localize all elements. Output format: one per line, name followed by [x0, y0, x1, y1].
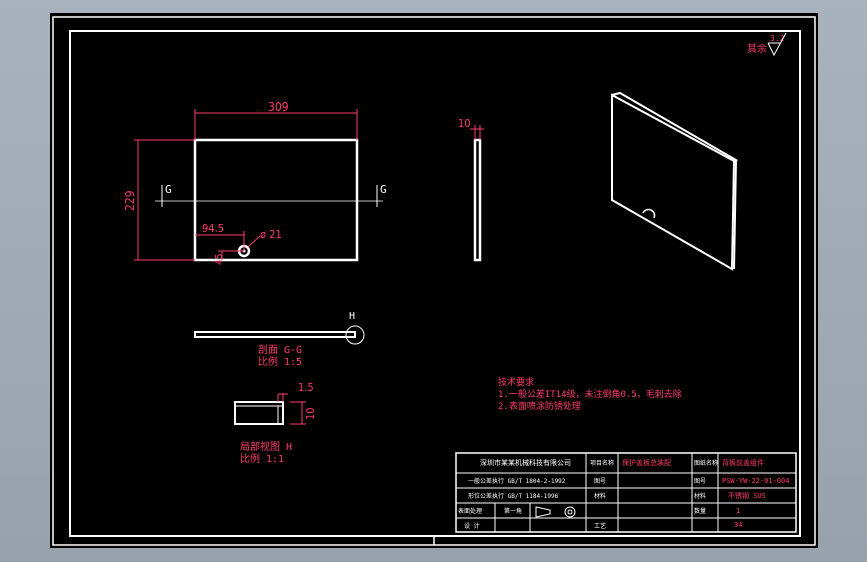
tb-label-drawing-no: 图号: [594, 478, 606, 485]
drawing-sheet: 其余 3.2 309 229 G G 94.5 45 ø: [50, 13, 818, 548]
tb-material: 不锈钢 SUS: [728, 491, 766, 500]
tb-company: 深圳市某某机械科技有限公司: [480, 458, 571, 467]
detail-circle: [345, 325, 365, 345]
dim-height: 229: [123, 190, 137, 211]
inner-frame: [69, 30, 801, 537]
tb-drawing-name: 背板前盖组件: [722, 458, 764, 467]
projection-symbol-icon: [535, 506, 576, 518]
roughness-value: 3.2: [770, 34, 785, 43]
tech-notes-line1: 1.一般公差IT14级，未注倒角0.5，毛刺去除: [498, 388, 682, 400]
tech-notes-line2: 2.表面喷涂防锈处理: [498, 400, 581, 412]
section-caption: 剖面 G-G: [258, 343, 302, 356]
detail-caption: 局部视图 H: [240, 440, 292, 453]
tb-label-project: 项目名称: [590, 459, 614, 467]
detail-mark: H: [349, 311, 355, 322]
tb-process: 34: [734, 521, 742, 529]
dim-thickness: 10: [458, 117, 471, 130]
dim-detail-right: 10: [304, 407, 317, 420]
tb-label-material: 材料: [594, 492, 606, 500]
section-mark-right: G: [380, 183, 387, 196]
dim-width: 309: [268, 100, 289, 114]
side-outline: [473, 138, 482, 262]
tb-label-drawing-no-2: 图号: [694, 478, 706, 485]
tb-project-name: 保护盖板总装配: [622, 458, 671, 467]
dim-detail-top: 1.5: [298, 381, 314, 394]
tb-row3b: 第一角: [504, 507, 522, 515]
dim-hole-y: 45: [214, 254, 225, 265]
tech-notes-title: 技术要求: [498, 376, 534, 388]
tb-qty: 1: [736, 507, 740, 515]
detail-scale: 比例 1:1: [240, 452, 284, 465]
tb-tol1: 一般公差执行 GB/T 1804-2-1992: [468, 477, 566, 485]
tb-row3a: 表面处理: [458, 507, 482, 515]
tb-label-qty: 数量: [694, 507, 706, 515]
roughness-symbol: 其余 3.2: [747, 32, 787, 57]
cad-drawing: 其余 3.2 309 229 G G 94.5 45 ø: [52, 16, 816, 546]
section-mark-left: G: [165, 183, 172, 196]
roughness-check-icon: [767, 32, 787, 57]
front-view: 309 229 G G 94.5 45 ø 21: [123, 100, 387, 265]
dim-hole-x: 94.5: [202, 222, 224, 235]
tb-label-drawing-name: 图纸名称: [694, 459, 718, 467]
section-scale: 比例 1:5: [258, 355, 302, 368]
tb-label-process: 工艺: [594, 522, 606, 530]
tb-drawing-no: PSW-YW-22-01-004: [722, 477, 789, 485]
tech-notes: 技术要求 1.一般公差IT14级，未注倒角0.5，毛刺去除 2.表面喷涂防锈处理: [498, 376, 682, 412]
detail-view: 1.5 10 局部视图 H 比例 1:1: [234, 381, 317, 465]
tb-label-material-2: 材料: [694, 492, 706, 500]
tb-tol2: 形位公差执行 GB/T 1184-1996: [468, 492, 559, 500]
title-block: 深圳市某某机械科技有限公司 一般公差执行 GB/T 1804-2-1992 形位…: [455, 452, 797, 533]
plate-outline: [193, 138, 359, 262]
section-view: H 剖面 G-G 比例 1:5: [194, 311, 365, 368]
iso-view: [611, 91, 739, 271]
side-view: 10: [458, 117, 484, 262]
dim-hole-dia: ø 21: [260, 228, 282, 241]
roughness-label: 其余: [747, 42, 767, 55]
tb-row4a: 设 计: [464, 522, 480, 530]
